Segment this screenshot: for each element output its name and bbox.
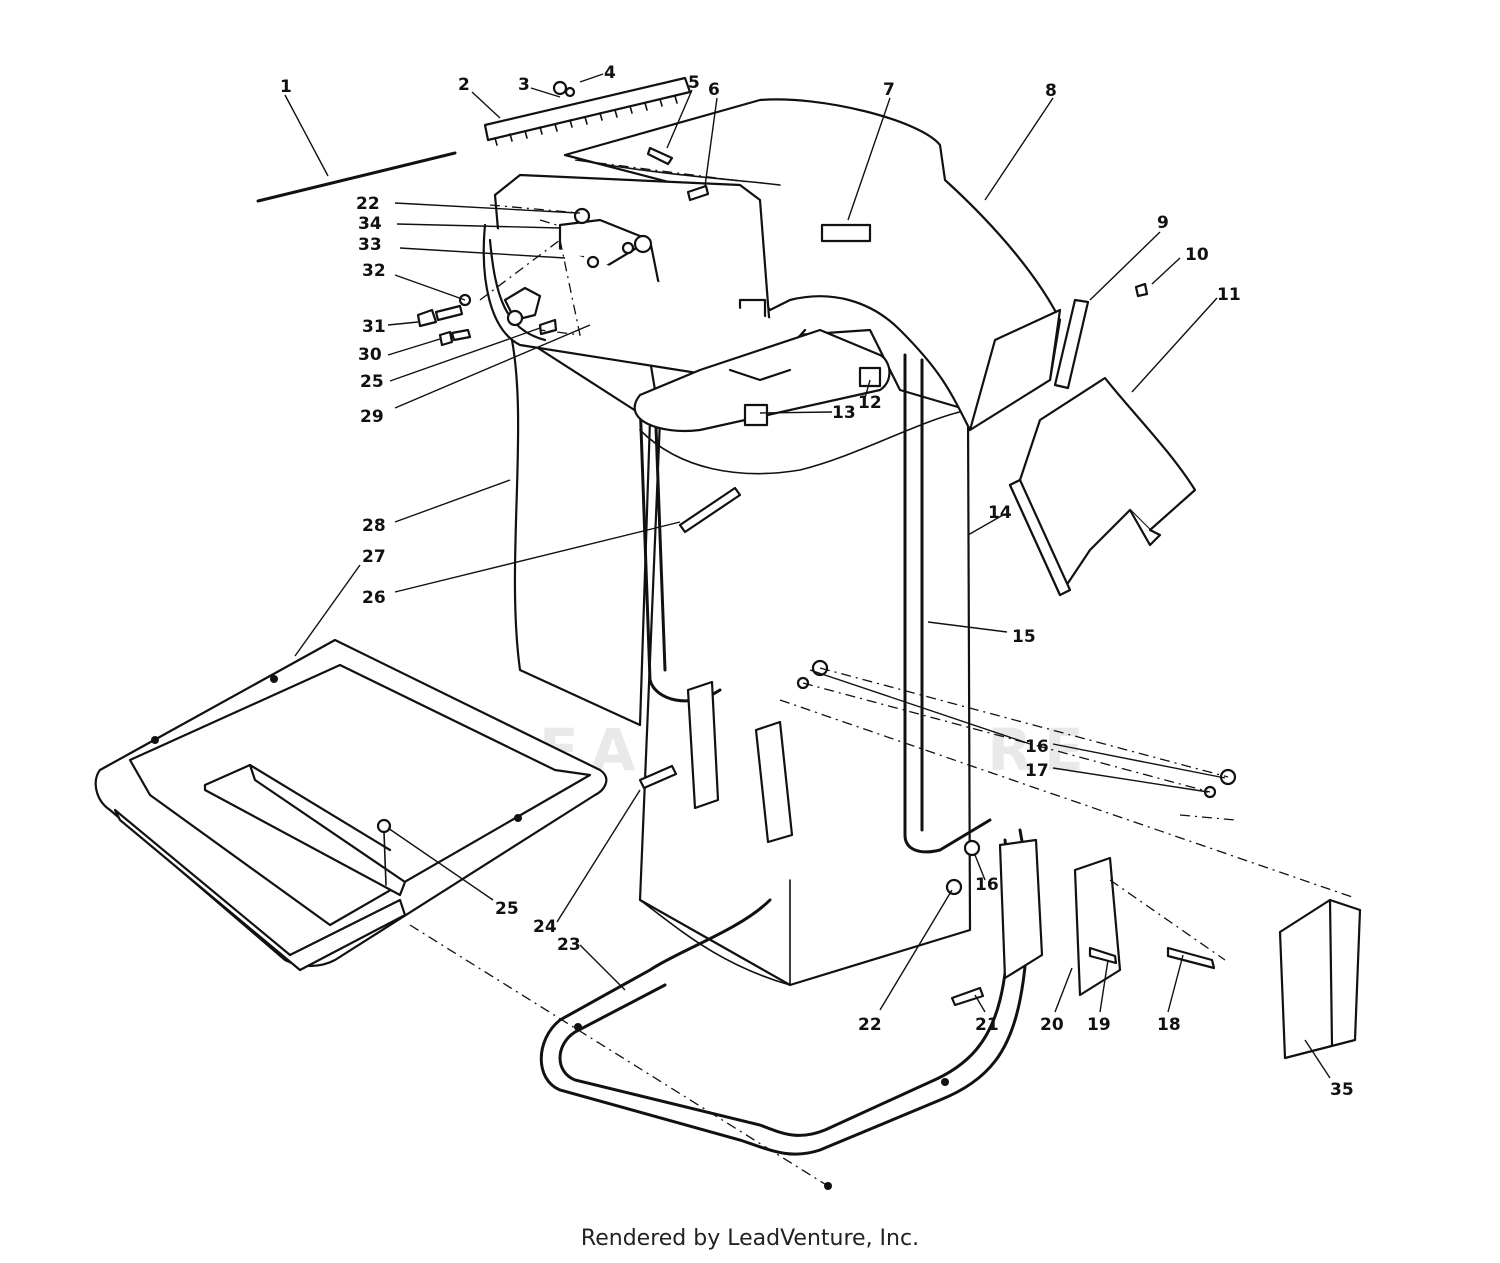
- callout-7: 7: [883, 80, 895, 100]
- callout-28: 28: [362, 516, 386, 536]
- callout-1: 1: [280, 77, 292, 97]
- callout-29: 29: [360, 407, 384, 427]
- callout-8: 8: [1045, 81, 1057, 101]
- bag-frame: [539, 353, 1029, 1190]
- callout-27: 27: [362, 547, 386, 567]
- callout-24: 24: [533, 917, 557, 937]
- callout-21: 21: [975, 1015, 999, 1035]
- hinge-bar: [256, 76, 710, 203]
- callout-2: 2: [458, 75, 470, 95]
- assembly-lines: [409, 159, 1356, 1187]
- callout-14: 14: [988, 503, 1012, 523]
- callout-26: 26: [362, 588, 386, 608]
- callout-3: 3: [518, 75, 530, 95]
- callout-17: 17: [1025, 761, 1049, 781]
- deflector: [1008, 376, 1197, 597]
- callout-9: 9: [1157, 213, 1169, 233]
- callout-13: 13: [832, 403, 856, 423]
- leader-lines: [284, 73, 1331, 1079]
- callouts: 1 2 3 4 5 6 7 8 9 10 11 12 13 14 15 16 1…: [280, 63, 1354, 1100]
- callout-25b: 25: [495, 899, 519, 919]
- callout-18: 18: [1157, 1015, 1181, 1035]
- callout-32: 32: [362, 261, 386, 281]
- callout-23: 23: [557, 935, 581, 955]
- bottom-tray: [94, 638, 608, 972]
- callout-31: 31: [362, 317, 386, 337]
- side-plate: [1053, 282, 1149, 390]
- callout-16b: 16: [975, 875, 999, 895]
- footer-credit: Rendered by LeadVenture, Inc.: [580, 1226, 920, 1251]
- callout-34: 34: [358, 214, 382, 234]
- callout-6: 6: [708, 80, 720, 100]
- callout-5: 5: [688, 73, 700, 93]
- callout-20: 20: [1040, 1015, 1064, 1035]
- callout-25a: 25: [360, 372, 384, 392]
- lower-brackets: [638, 486, 1362, 1060]
- callout-22a: 22: [356, 194, 380, 214]
- callout-35: 35: [1330, 1080, 1354, 1100]
- bag-rim: [482, 223, 891, 432]
- hood-hardware: [416, 207, 653, 347]
- callout-4: 4: [604, 63, 616, 83]
- callout-15: 15: [1012, 627, 1036, 647]
- callout-33: 33: [358, 235, 382, 255]
- callout-16a: 16: [1025, 737, 1049, 757]
- callout-10: 10: [1185, 245, 1209, 265]
- callout-11: 11: [1217, 285, 1241, 305]
- callout-30: 30: [358, 345, 382, 365]
- callout-22b: 22: [858, 1015, 882, 1035]
- callout-19: 19: [1087, 1015, 1111, 1035]
- callout-12: 12: [858, 393, 882, 413]
